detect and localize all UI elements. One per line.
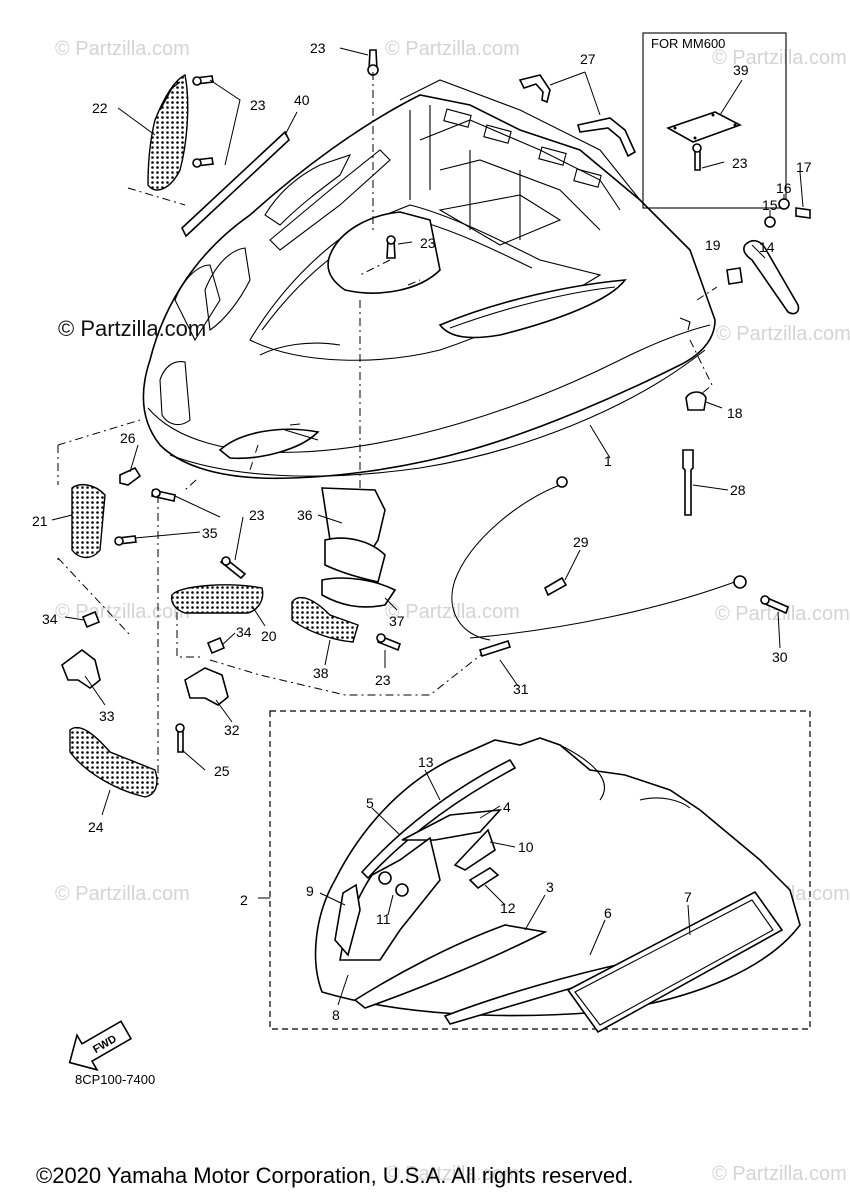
decal-leader-lines (258, 769, 691, 1006)
hood-assembly (142, 79, 716, 480)
mount-bracket (184, 667, 229, 706)
watermark-text: © Partzilla.com (712, 1163, 847, 1185)
callout-2: 2 (240, 892, 248, 908)
callout-27: 27 (580, 51, 596, 67)
mesh-grille (71, 483, 106, 559)
cable (451, 484, 561, 641)
watermark-text: © Partzilla.com (385, 38, 520, 60)
callout-23b: 23 (250, 97, 266, 113)
callout-13: 13 (418, 754, 434, 770)
callout-24: 24 (88, 819, 104, 835)
copyright-notice: ©2020 Yamaha Motor Corporation, U.S.A. A… (36, 1163, 634, 1188)
callout-17: 17 (796, 159, 812, 175)
callout-22: 22 (92, 100, 108, 116)
mount-bracket (61, 648, 101, 689)
watermark-text: © Partzilla.com (715, 603, 850, 625)
callout-23e: 23 (249, 507, 265, 523)
callout-11: 11 (376, 911, 391, 927)
callout-25: 25 (214, 763, 230, 779)
callout-12: 12 (500, 900, 516, 916)
callout-7: 7 (684, 889, 692, 905)
callout-39: 39 (733, 62, 749, 78)
callout-6: 6 (604, 905, 612, 921)
callout-30: 30 (772, 649, 788, 665)
callout-29: 29 (573, 534, 589, 550)
strap (743, 239, 800, 315)
callout-21: 21 (32, 513, 48, 529)
cable-tie (682, 449, 694, 516)
callout-35: 35 (202, 525, 218, 541)
callout-19: 19 (705, 237, 721, 253)
assembly-lines (57, 72, 718, 785)
mesh-panel (170, 584, 264, 614)
callout-37: 37 (389, 613, 405, 629)
callout-40: 40 (294, 92, 310, 108)
callout-10: 10 (518, 839, 534, 855)
decal-hood (314, 737, 801, 1034)
fwd-arrow-icon: FWD (68, 1020, 133, 1072)
watermark-text: © Partzilla.com (55, 601, 190, 623)
mesh-grille (291, 597, 359, 643)
callout-38: 38 (313, 665, 329, 681)
callout-31: 31 (513, 681, 529, 697)
callout-20: 20 (261, 628, 277, 644)
callout-23c: 23 (420, 235, 436, 251)
callout-23: 23 (310, 40, 326, 56)
callout-14: 14 (759, 239, 775, 255)
callout-26: 26 (120, 430, 136, 446)
callout-5: 5 (366, 795, 374, 811)
callout-28: 28 (730, 482, 746, 498)
callout-4: 4 (503, 799, 511, 815)
callout-36: 36 (297, 507, 313, 523)
callout-33: 33 (99, 708, 115, 724)
inset-label: FOR MM600 (651, 36, 726, 51)
callout-8: 8 (332, 1007, 340, 1023)
callout-34: 34 (42, 611, 58, 627)
mesh-grille (69, 726, 158, 798)
watermark-text: © Partzilla.com (716, 323, 850, 345)
watermark-text: © Partzilla.com (712, 47, 847, 69)
inset-box (642, 32, 787, 209)
callout-3: 3 (546, 879, 554, 895)
watermark-text: © Partzilla.com (55, 883, 190, 905)
callout-16: 16 (776, 180, 792, 196)
callout-15: 15 (762, 197, 778, 213)
callout-32: 32 (224, 722, 240, 738)
figure-code: 8CP100-7400 (75, 1072, 156, 1087)
callout-34b: 34 (236, 624, 252, 640)
callout-1: 1 (604, 453, 612, 469)
callout-18: 18 (727, 405, 743, 421)
leader-lines (51, 47, 804, 816)
callout-23d: 23 (732, 155, 748, 171)
trim-strip (181, 130, 290, 238)
decal-set-box (269, 710, 811, 1030)
callout-23f: 23 (375, 672, 391, 688)
watermark-text: © Partzilla.com (55, 38, 190, 60)
watermark-text: © Partzilla.com (385, 1163, 520, 1185)
callout-9: 9 (306, 883, 314, 899)
callouts: 1 2 3 4 5 6 7 8 9 10 11 12 13 14 15 16 1… (32, 40, 812, 1023)
rivets (151, 49, 702, 652)
plate (666, 111, 742, 143)
bracket (518, 74, 551, 104)
main-watermark: © Partzilla.com (58, 316, 207, 341)
mesh-grille (147, 73, 189, 191)
watermark-text: © Partzilla.com (385, 601, 520, 623)
